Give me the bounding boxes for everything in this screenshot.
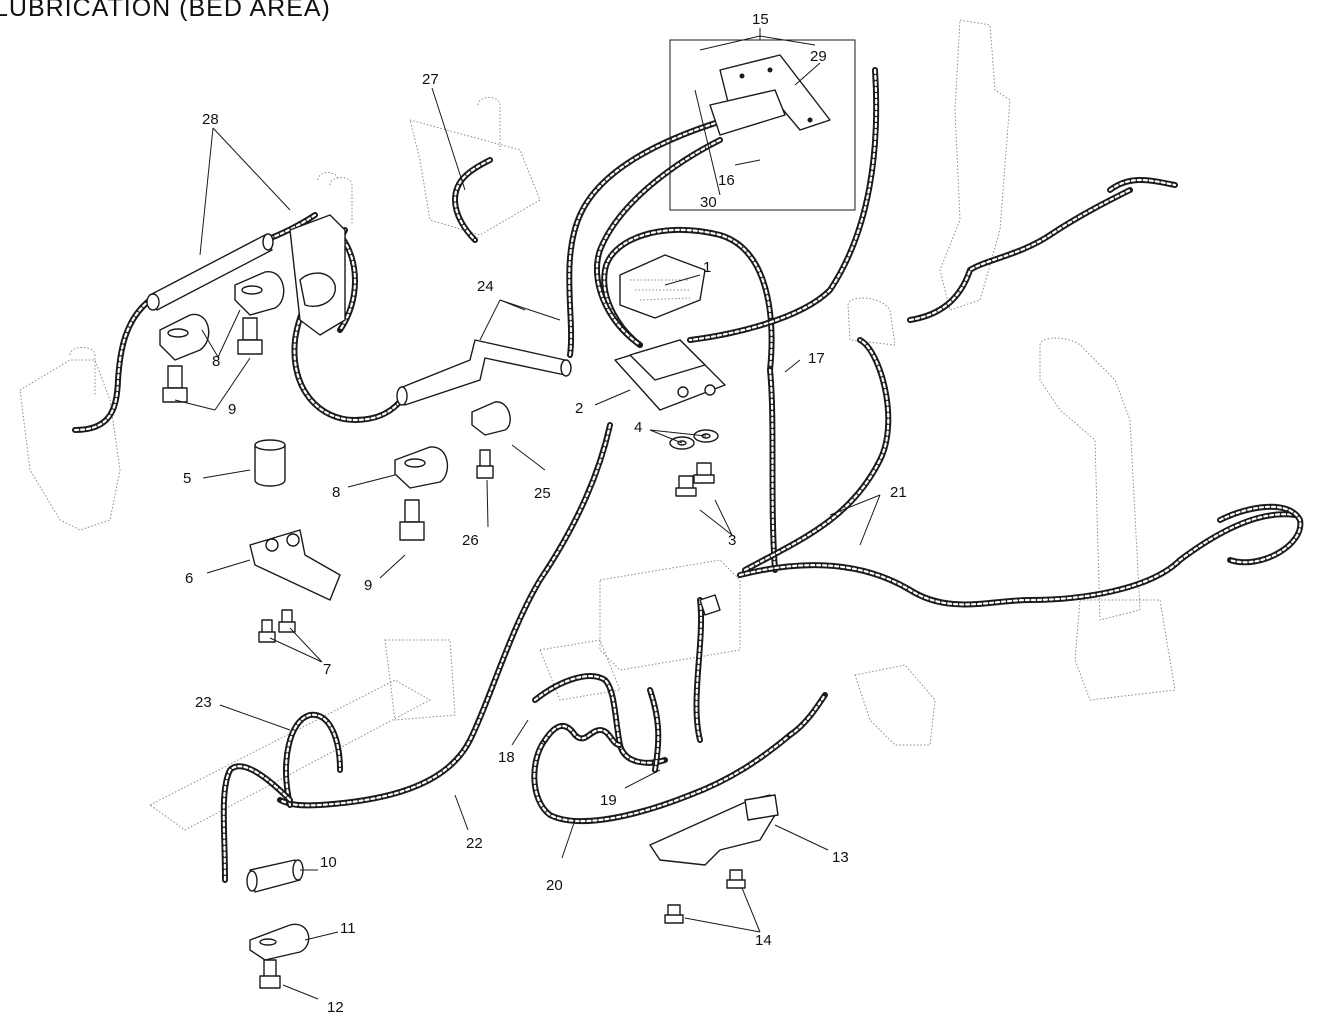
parts <box>146 39 856 989</box>
callout-8-upper: 8 <box>212 353 220 370</box>
part-10-sleeve <box>246 859 304 893</box>
callout-28: 28 <box>202 111 219 128</box>
callout-9-upper: 9 <box>228 401 236 418</box>
part-26-screw <box>476 449 494 479</box>
part-7-screws <box>258 609 296 643</box>
part-6-plate <box>249 529 341 601</box>
part-3-screws <box>675 462 715 497</box>
callout-labels: 1 2 3 4 5 6 7 8 8 9 9 10 11 12 13 14 15 … <box>183 11 907 1016</box>
callout-6: 6 <box>185 570 193 587</box>
callout-9-mid: 9 <box>364 577 372 594</box>
part-2-oil-tray <box>614 339 726 411</box>
felt-wick-cords <box>72 67 1304 883</box>
leader-lines <box>174 28 881 1000</box>
part-28-bracket <box>289 214 346 336</box>
callout-11: 11 <box>340 920 356 937</box>
callout-24: 24 <box>477 278 494 295</box>
part-14-screws <box>664 869 746 924</box>
callout-21: 21 <box>890 484 907 501</box>
part-25-clip <box>471 401 511 436</box>
callout-18: 18 <box>498 749 515 766</box>
callout-14: 14 <box>755 932 772 949</box>
callout-1: 1 <box>703 259 711 276</box>
callout-30: 30 <box>700 194 717 211</box>
callout-15: 15 <box>752 11 769 28</box>
callout-4: 4 <box>634 419 642 436</box>
callout-5: 5 <box>183 470 191 487</box>
part-28-tube <box>146 233 274 311</box>
part-18-block <box>699 594 721 616</box>
callout-17: 17 <box>808 350 825 367</box>
part-11-clip <box>249 923 310 961</box>
callout-12: 12 <box>327 999 344 1016</box>
part-8-clamp-mid <box>394 446 449 489</box>
callout-16: 16 <box>718 172 735 189</box>
part-9-screw-upper-b <box>237 317 263 355</box>
diagram-title: LUBRICATION (BED AREA) <box>0 0 331 22</box>
part-8-clamp-upper-a <box>159 313 210 361</box>
callout-20: 20 <box>546 877 563 894</box>
part-8-clamp-upper-b <box>234 271 285 316</box>
callout-19: 19 <box>600 792 617 809</box>
callout-7: 7 <box>323 661 331 678</box>
callout-25: 25 <box>534 485 551 502</box>
part-9-screw-mid <box>399 499 425 541</box>
part-12-screw <box>259 959 281 989</box>
part-1-felt-pad <box>619 254 706 319</box>
callout-3: 3 <box>728 532 736 549</box>
part-24-pipe <box>396 339 572 406</box>
callout-13: 13 <box>832 849 849 866</box>
callout-8-mid: 8 <box>332 484 340 501</box>
part-9-screw-upper-a <box>162 365 188 403</box>
part-5-felt-plug <box>254 439 286 487</box>
callout-27: 27 <box>422 71 439 88</box>
callout-29: 29 <box>810 48 827 65</box>
part-13-bracket <box>649 794 779 866</box>
callout-10: 10 <box>320 854 337 871</box>
callout-2: 2 <box>575 400 583 417</box>
machine-ghost-outlines <box>19 19 1176 831</box>
callout-26: 26 <box>462 532 479 549</box>
callout-22: 22 <box>466 835 483 852</box>
callout-23: 23 <box>195 694 212 711</box>
part-15-assembly <box>669 39 856 211</box>
